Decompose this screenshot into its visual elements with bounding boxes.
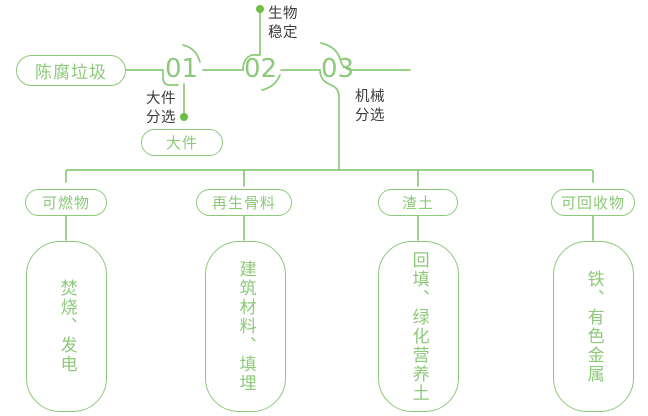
step-number-03[interactable]: 03 xyxy=(321,54,355,84)
annotation-step03: 机械 分选 xyxy=(355,88,385,126)
node-output-pill-3[interactable]: 渣土 xyxy=(378,189,458,216)
node-detail-box-3-text: 回填、绿化营养土 xyxy=(408,250,429,403)
node-detail-box-4-text: 铁、有色金属 xyxy=(583,269,604,384)
node-source-waste-label: 陈腐垃圾 xyxy=(35,63,107,83)
step-number-02[interactable]: 02 xyxy=(244,54,278,84)
annotation-step02-line1: 生物 xyxy=(268,6,298,22)
node-detail-box-3[interactable]: 回填、绿化营养土 xyxy=(378,241,459,412)
line-step03-to-trunk xyxy=(319,69,340,171)
node-output-pill-2-label: 再生骨料 xyxy=(211,194,276,212)
annotation-step01-line1: 大件 xyxy=(146,91,176,107)
node-side-output-bulky-label: 大件 xyxy=(165,134,198,152)
annotation-step01: 大件 分选 xyxy=(128,90,176,128)
step-number-01[interactable]: 01 xyxy=(165,54,199,84)
node-side-output-bulky[interactable]: 大件 xyxy=(141,129,223,156)
annotation-step02: 生物 稳定 xyxy=(268,5,298,43)
node-detail-box-2-text: 建筑材料、填埋 xyxy=(235,260,256,393)
dot-bio-label xyxy=(256,5,264,13)
dot-side-output xyxy=(180,113,188,121)
node-source-waste[interactable]: 陈腐垃圾 xyxy=(16,55,126,86)
node-output-pill-2[interactable]: 再生骨料 xyxy=(196,189,292,216)
node-output-pill-1-label: 可燃物 xyxy=(41,194,90,212)
annotation-step03-line1: 机械 xyxy=(355,89,385,105)
annotation-step03-line2: 分选 xyxy=(355,107,385,124)
annotation-step01-line2: 分选 xyxy=(146,109,176,126)
node-detail-box-1-text: 焚烧、发电 xyxy=(56,279,77,374)
annotation-step02-line2: 稳定 xyxy=(268,24,298,41)
node-output-pill-4-label: 可回收物 xyxy=(560,194,625,212)
node-output-pill-3-label: 渣土 xyxy=(401,194,434,212)
node-output-pill-1[interactable]: 可燃物 xyxy=(25,189,107,216)
node-output-pill-4[interactable]: 可回收物 xyxy=(551,189,635,216)
node-detail-box-4[interactable]: 铁、有色金属 xyxy=(553,241,634,412)
node-detail-box-2[interactable]: 建筑材料、填埋 xyxy=(205,241,286,412)
trunk-bar xyxy=(65,169,594,183)
node-detail-box-1[interactable]: 焚烧、发电 xyxy=(26,241,107,412)
